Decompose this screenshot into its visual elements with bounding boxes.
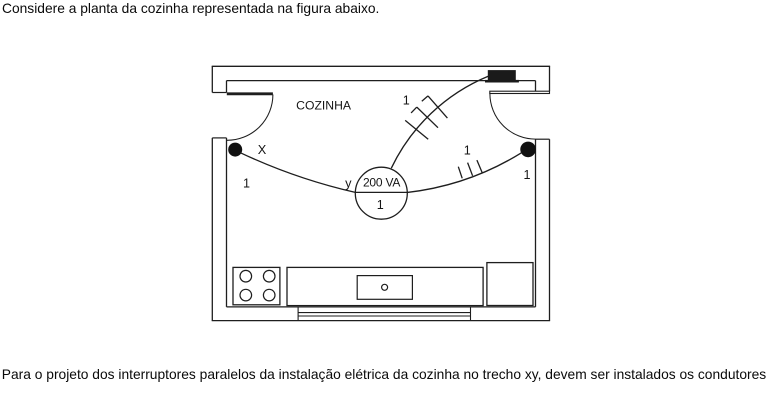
- svg-text:X: X: [258, 142, 267, 157]
- svg-text:1: 1: [464, 144, 471, 158]
- svg-text:y: y: [345, 175, 352, 190]
- svg-text:1: 1: [243, 176, 250, 190]
- svg-text:200 VA: 200 VA: [363, 176, 400, 190]
- svg-text:1: 1: [403, 94, 410, 108]
- svg-text:1: 1: [377, 198, 384, 212]
- svg-text:COZINHA: COZINHA: [296, 99, 352, 113]
- svg-text:1: 1: [523, 168, 530, 182]
